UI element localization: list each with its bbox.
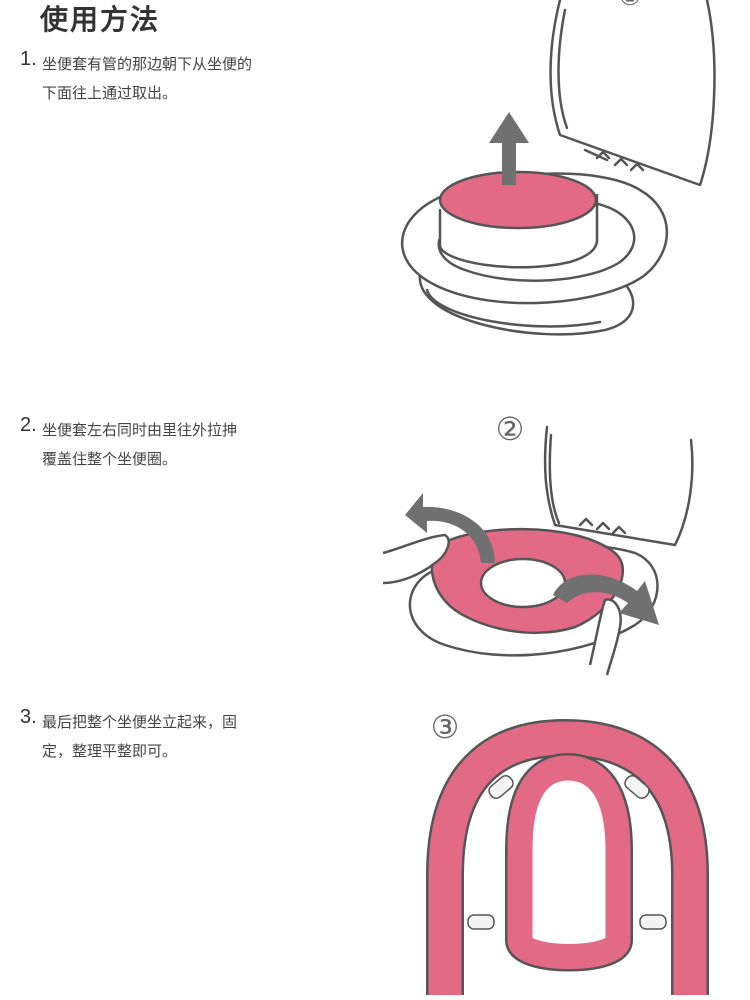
arrow-right-icon <box>553 574 659 625</box>
step-3-line-2: 定，整理平整即可。 <box>42 742 178 760</box>
step-2-line-2: 覆盖住整个坐便圈。 <box>42 450 178 468</box>
clip-bottom-left <box>467 914 495 930</box>
step-1-badge: ① <box>618 0 641 12</box>
clip-top-left <box>488 774 514 800</box>
step-1-text: 坐便套有管的那边朝下从坐便的 下面往上通过取出。 <box>42 50 320 108</box>
step-2-line-1: 坐便套左右同时由里往外拉抻 <box>42 421 238 439</box>
step-2: 2. 坐便套左右同时由里往外拉抻 覆盖住整个坐便圈。 <box>20 414 320 474</box>
toilet-lid <box>549 0 716 187</box>
step-2-badge: ② <box>496 410 525 448</box>
step-3-badge: ③ <box>431 708 460 746</box>
seat-cover-hole <box>479 557 567 609</box>
toilet-base <box>418 273 635 336</box>
step-3-line-1: 最后把整个坐便坐立起来，固 <box>42 713 238 731</box>
left-hand-icon <box>382 533 450 585</box>
step-3: 3. 最后把整个坐便坐立起来，固 定，整理平整即可。 <box>20 706 320 766</box>
step-2-number: 2. <box>20 414 37 436</box>
step-3-number: 3. <box>20 706 37 728</box>
step-2-text: 坐便套左右同时由里往外拉抻 覆盖住整个坐便圈。 <box>42 416 320 474</box>
step-3-illustration: ③ <box>426 708 709 995</box>
right-hand-icon <box>588 598 622 676</box>
step-1-illustration: ① <box>400 0 716 336</box>
seat-cover-outer <box>428 721 707 995</box>
seat-cover-pink-top <box>438 170 598 230</box>
step-2-illustration: ② <box>382 410 694 676</box>
step-1-line-1: 坐便套有管的那边朝下从坐便的 <box>42 55 253 73</box>
step-3-text: 最后把整个坐便坐立起来，固 定，整理平整即可。 <box>42 708 320 766</box>
seat-cover-inner <box>507 755 631 969</box>
clip-top-right <box>624 774 650 800</box>
arrow-left-icon <box>405 493 495 563</box>
arrow-up-icon <box>489 112 529 185</box>
step-1-line-2: 下面往上通过取出。 <box>42 84 178 102</box>
clip-bottom-right <box>639 914 667 930</box>
toilet-lid <box>543 425 694 547</box>
page-title: 使用方法 <box>40 3 161 36</box>
step-1-number: 1. <box>20 48 37 70</box>
step-1: 1. 坐便套有管的那边朝下从坐便的 下面往上通过取出。 <box>20 48 320 108</box>
